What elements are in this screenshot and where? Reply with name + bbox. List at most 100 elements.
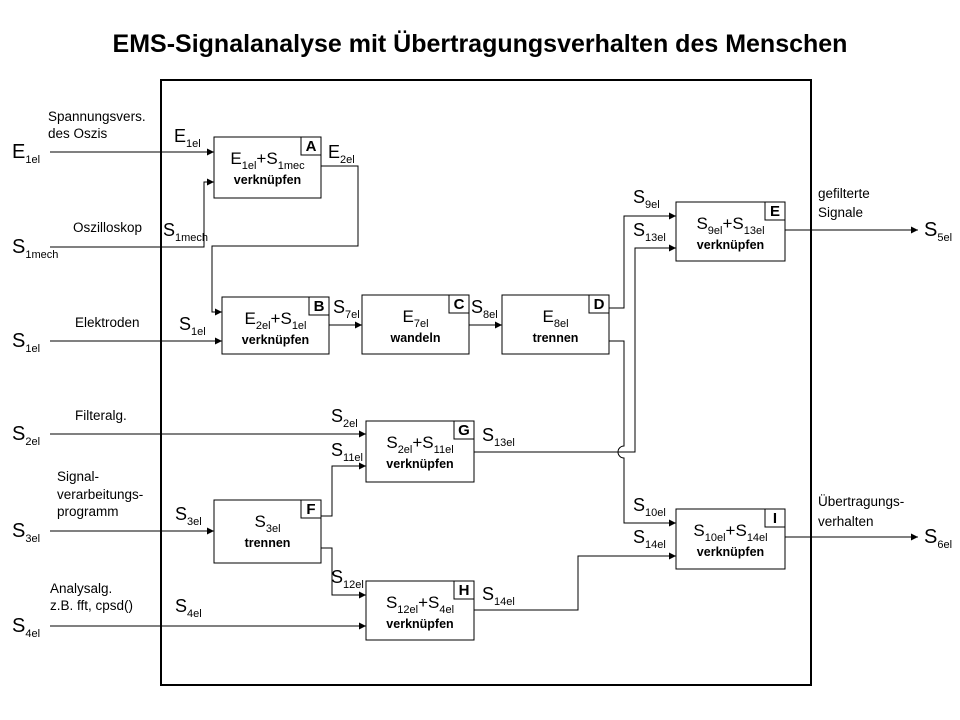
input-e1el: E1el Spannungsvers. des Oszis bbox=[12, 109, 146, 166]
input-description: verarbeitungs- bbox=[57, 487, 143, 502]
block-formula: S9el+S13el bbox=[696, 214, 764, 237]
input-description: Spannungsvers. bbox=[48, 109, 146, 124]
wire-h-to-i-s14 bbox=[474, 552, 676, 611]
block-action: verknüpfen bbox=[386, 617, 453, 631]
signal-s10el: S10el bbox=[633, 495, 666, 519]
block-id: H bbox=[459, 582, 470, 599]
block-action: verknüpfen bbox=[697, 545, 764, 559]
block-formula: E2el+S1el bbox=[245, 309, 307, 332]
wire-f-to-g-s11 bbox=[321, 462, 366, 517]
block-formula: S2el+S11el bbox=[386, 433, 453, 456]
page-title: EMS-Signalanalyse mit Übertragungsverhal… bbox=[112, 30, 848, 58]
block-action: verknüpfen bbox=[242, 333, 309, 347]
output-description: verhalten bbox=[818, 514, 874, 529]
block-id-box bbox=[448, 294, 470, 314]
block-action: wandeln bbox=[389, 331, 440, 345]
signal-s2el: S2el bbox=[331, 406, 358, 430]
input-signal-label: S1el bbox=[12, 330, 40, 355]
input-description: programm bbox=[57, 504, 119, 519]
signal-e2el: E2el bbox=[328, 142, 355, 166]
signal-s7el: S7el bbox=[333, 297, 360, 321]
input-s3el: S3el Signal-verarbeitungs-programm bbox=[12, 469, 143, 545]
block-id: F bbox=[306, 501, 315, 518]
wire-g-to-e-s13 bbox=[474, 244, 676, 453]
system-boundary bbox=[160, 79, 812, 686]
input-signal-label: S3el bbox=[12, 520, 40, 545]
signal-s1el: S1el bbox=[179, 314, 206, 338]
block-id-box bbox=[308, 296, 330, 316]
input-signal-label: E1el bbox=[12, 141, 40, 166]
signal-e1el: E1el bbox=[174, 126, 201, 150]
block-action: verknüpfen bbox=[697, 238, 764, 252]
wire-f-to-h-s12 bbox=[321, 547, 366, 599]
signal-s14el-h: S14el bbox=[482, 584, 515, 608]
input-description: Oszilloskop bbox=[73, 220, 142, 235]
signal-s12el: S12el bbox=[331, 567, 364, 591]
output-description: Signale bbox=[818, 205, 863, 220]
output-s6el: S6el Übertragungs-verhalten bbox=[818, 494, 952, 551]
block-id: D bbox=[594, 296, 605, 313]
input-description: Signal- bbox=[57, 469, 99, 484]
wire-d-to-e-s9 bbox=[609, 212, 676, 309]
input-description: des Oszis bbox=[48, 126, 108, 141]
block-action: verknüpfen bbox=[386, 457, 453, 471]
input-signal-label: S2el bbox=[12, 423, 40, 448]
block-id-box bbox=[588, 294, 610, 314]
block-formula: E7el bbox=[402, 307, 428, 330]
output-description: Übertragungs- bbox=[818, 494, 904, 509]
block-action: trennen bbox=[533, 331, 579, 345]
block-id-box bbox=[300, 136, 322, 156]
input-s1mech: S1mech Oszilloskop bbox=[12, 220, 142, 261]
input-description: Elektroden bbox=[75, 315, 140, 330]
signal-s14el-i: S14el bbox=[633, 527, 666, 551]
connections bbox=[50, 148, 918, 630]
input-signal-label: S1mech bbox=[12, 236, 58, 261]
block-id-box bbox=[300, 499, 322, 519]
block-formula: S3el bbox=[254, 512, 280, 535]
block-id: I bbox=[773, 510, 777, 527]
wire-s1mech-to-a bbox=[50, 178, 214, 248]
block-id-box bbox=[764, 508, 786, 528]
output-signal-label: S5el bbox=[924, 219, 952, 244]
block-id-box bbox=[764, 201, 786, 221]
block-id-box bbox=[453, 580, 475, 600]
wire-d-to-i-s10 bbox=[609, 340, 676, 527]
input-description: Analysalg. bbox=[50, 581, 112, 596]
signal-s8el: S8el bbox=[471, 297, 498, 321]
block-id: C bbox=[454, 296, 465, 313]
output-signal-label: S6el bbox=[924, 526, 952, 551]
signal-s4el: S4el bbox=[175, 596, 202, 620]
block-id: G bbox=[458, 422, 470, 439]
block-formula: S10el+S14el bbox=[693, 521, 767, 544]
signal-s9el: S9el bbox=[633, 187, 660, 211]
signal-s11el: S11el bbox=[331, 440, 363, 464]
signal-s13el-d: S13el bbox=[633, 220, 666, 244]
block-id-box bbox=[453, 420, 475, 440]
block-formula: S12el+S4el bbox=[386, 593, 454, 616]
block-formula: E8el bbox=[542, 307, 568, 330]
output-description: gefilterte bbox=[818, 186, 870, 201]
block-formula: E1el+S1mec bbox=[230, 149, 305, 172]
block-id: E bbox=[770, 203, 780, 220]
block-action: verknüpfen bbox=[234, 173, 301, 187]
signal-s1mech: S1mech bbox=[163, 220, 208, 244]
block-id: A bbox=[306, 138, 317, 155]
signal-s3el: S3el bbox=[175, 504, 202, 528]
signal-s13el-g: S13el bbox=[482, 425, 515, 449]
input-signal-label: S4el bbox=[12, 615, 40, 640]
